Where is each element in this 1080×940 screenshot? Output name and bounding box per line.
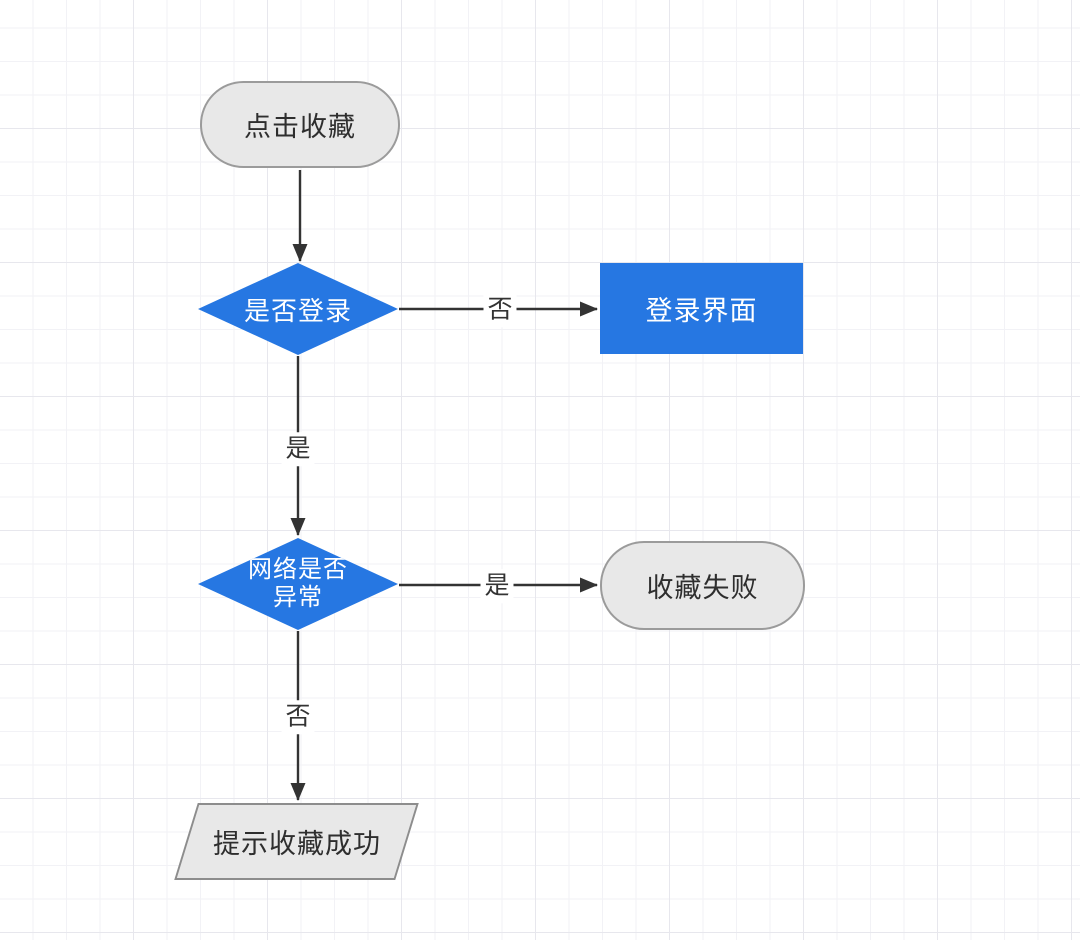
node-decision-network-error[interactable]: 网络是否 异常 <box>198 538 398 630</box>
node-favorite-failed[interactable]: 收藏失败 <box>600 541 805 630</box>
edge-label-no-network-error[interactable]: 否 <box>281 700 315 734</box>
node-label: 网络是否 异常 <box>248 556 348 613</box>
edge-label-yes-network-error[interactable]: 是 <box>480 569 514 603</box>
edge-label-yes-login[interactable]: 是 <box>281 432 315 466</box>
node-decision-is-logged-in[interactable]: 是否登录 <box>198 263 398 355</box>
node-start-click-favorite[interactable]: 点击收藏 <box>200 81 400 168</box>
edge-label-no-login[interactable]: 否 <box>483 293 517 327</box>
node-label: 是否登录 <box>243 295 352 326</box>
node-login-screen[interactable]: 登录界面 <box>600 263 803 354</box>
node-favorite-success-toast[interactable]: 提示收藏成功 <box>174 803 419 880</box>
node-label-line1: 网络是否 <box>248 555 348 583</box>
node-label: 点击收藏 <box>244 112 356 142</box>
node-label: 收藏失败 <box>646 573 759 603</box>
node-label: 登录界面 <box>645 296 758 326</box>
node-label-line2: 异常 <box>273 584 323 611</box>
node-label: 提示收藏成功 <box>212 829 381 859</box>
